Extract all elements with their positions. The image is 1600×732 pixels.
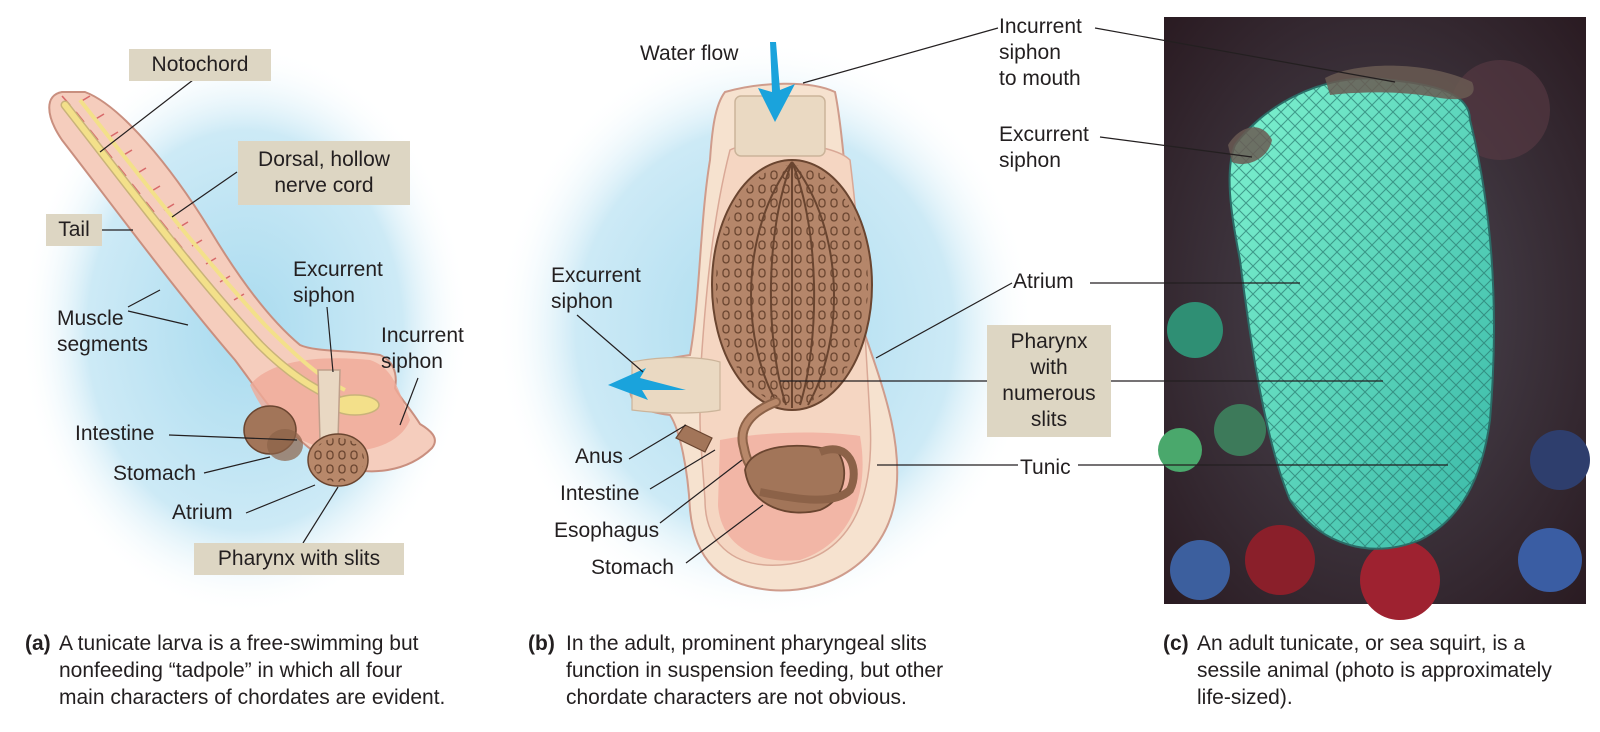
- nerve-cord: [78, 98, 346, 392]
- label-excurrent-siphon-c: Excurrent siphon: [999, 123, 1089, 172]
- label-muscle-segments: Muscle segments: [57, 307, 149, 356]
- caption-b-text: In the adult, prominent pharyngeal slits…: [566, 632, 944, 709]
- water-inflow-arrow: [758, 42, 795, 122]
- panel-b-leader-lines: [576, 27, 1018, 564]
- label-tail: Tail: [46, 214, 102, 246]
- label-stomach-b: Stomach: [591, 556, 674, 579]
- label-atrium-a: Atrium: [172, 501, 233, 524]
- caption-c: (c) An adult tunicate, or sea squirt, is…: [1163, 630, 1593, 711]
- caption-b: (b) In the adult, prominent pharyngeal s…: [528, 630, 1008, 711]
- label-stomach-a: Stomach: [113, 462, 196, 485]
- label-anus: Anus: [575, 445, 623, 468]
- label-nerve-cord: Dorsal, hollow nerve cord: [238, 141, 410, 205]
- label-intestine-b: Intestine: [560, 482, 640, 505]
- label-notochord: Notochord: [129, 49, 271, 81]
- caption-a: (a) A tunicate larva is a free-swimming …: [25, 630, 495, 711]
- label-tunic: Tunic: [1020, 456, 1071, 479]
- caption-a-letter: (a): [25, 632, 51, 655]
- adult-pharynx-basket: [711, 159, 873, 411]
- panel-a-leader-lines: [99, 79, 419, 544]
- panel-c-photo: [1078, 17, 1590, 620]
- caption-c-text: An adult tunicate, or sea squirt, is a s…: [1197, 632, 1552, 709]
- adult-anus-tube: [675, 424, 713, 453]
- panel-b-adult-illustration: [495, 27, 1035, 620]
- label-incurrent-siphon-a: Incurrent siphon: [381, 324, 464, 373]
- label-esophagus: Esophagus: [554, 519, 660, 542]
- larva-stomach: [267, 429, 303, 461]
- photo-incurrent-siphon: [1325, 65, 1474, 100]
- panel-c-leader-lines: [1078, 27, 1448, 466]
- label-excurrent-siphon-a: Excurrent siphon: [293, 258, 383, 307]
- label-atrium-c: Atrium: [1013, 270, 1074, 293]
- label-water-flow: Water flow: [640, 42, 739, 65]
- label-incurrent-siphon-c: Incurrent siphon to mouth: [999, 15, 1082, 90]
- caption-a-text: A tunicate larva is a free-swimming but …: [59, 632, 446, 709]
- water-outflow-arrow: [608, 368, 686, 400]
- adult-intestine: [759, 445, 858, 504]
- caption-b-letter: (b): [528, 632, 555, 655]
- label-pharynx-numerous-slits: Pharynx with numerous slits: [987, 325, 1111, 437]
- label-pharynx-slits: Pharynx with slits: [194, 543, 404, 575]
- label-excurrent-siphon-b: Excurrent siphon: [551, 264, 641, 313]
- caption-c-letter: (c): [1163, 632, 1189, 655]
- label-intestine-a: Intestine: [75, 422, 155, 445]
